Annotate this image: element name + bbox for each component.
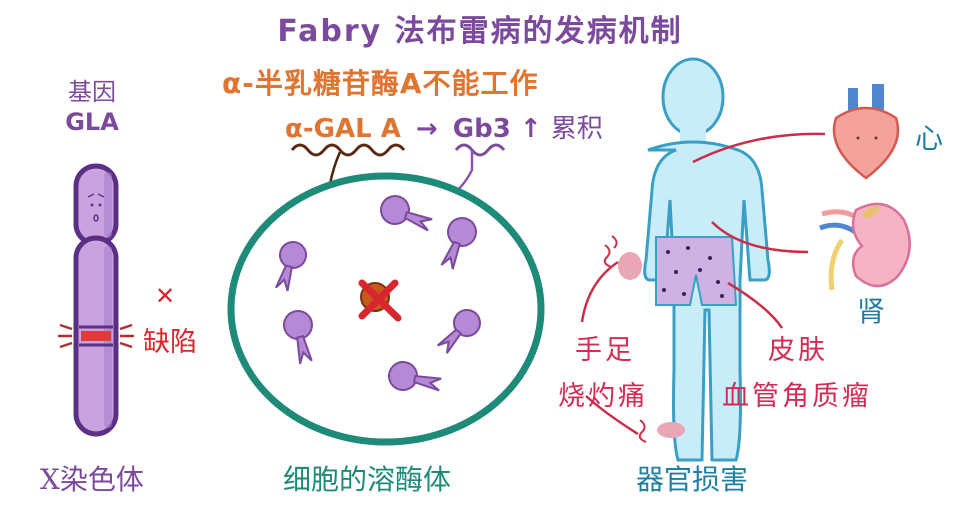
heart-icon [832,84,900,180]
x-chromosome-icon [58,163,134,437]
x-chromosome-caption: X染色体 [40,463,144,496]
angiokeratoma-label: 血管角质瘤 [722,381,872,412]
right-arrow-icon: → [415,114,438,144]
enzyme-dysfunction-title: α-半乳糖苷酶A不能工作 [222,67,539,100]
up-arrow-icon: ↑ [519,114,542,144]
defect-label: 缺陷 [143,327,197,358]
gb3-squiggle [454,143,506,157]
broken-enzyme-icon [358,279,402,322]
skin-label: 皮肤 [768,335,828,366]
page-title: Fabry 法布雷病的发病机制 [277,14,683,49]
kidney-icon [819,202,911,291]
accumulation-label: 累积 [550,114,603,144]
gb3-molecule-icons [275,195,481,392]
substrate-gb3: Gb3 [452,114,511,144]
heart-label: 心 [915,122,944,155]
hands-feet-label: 手足 [575,335,635,366]
gb3-accumulation-line: α-GAL A → Gb3 ↑ 累积 [285,108,603,145]
defect-x-icon: ✕ [155,282,176,310]
kidney-label: 肾 [857,295,886,328]
skin-lesion-area [655,236,738,306]
lysosome-caption: 细胞的溶酶体 [283,463,452,496]
organ-damage-caption: 器官损害 [636,463,749,496]
enzyme-squiggle [290,143,406,157]
burning-pain-label: 烧灼痛 [558,381,648,412]
enzyme-abbrev: α-GAL A [285,114,401,144]
gene-label: 基因 [68,78,116,106]
gene-name-gla: GLA [65,108,119,136]
